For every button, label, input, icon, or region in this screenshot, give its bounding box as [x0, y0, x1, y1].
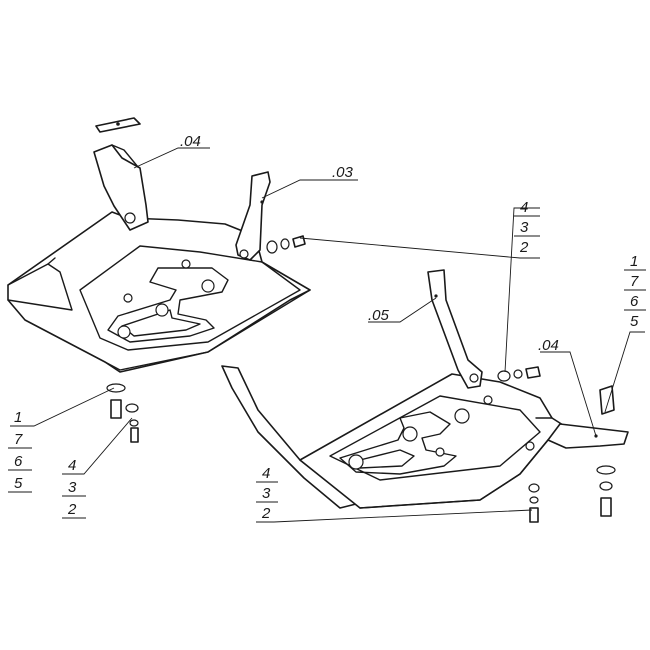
- label-stack-ll-2: 2: [67, 501, 77, 518]
- label-part-04-right: .04: [538, 337, 559, 354]
- label-part-05: .05: [368, 307, 390, 324]
- label-stack-lu-0: 1: [14, 409, 22, 426]
- labels: .04 .03 .05 .04 4 3 2 1 7 6 5 1 7 6 5 4 …: [8, 133, 646, 522]
- left-skid-plate: [7, 211, 311, 373]
- label-stack-lu-1: 7: [14, 431, 23, 448]
- right-bottom-fasteners: [528, 465, 616, 523]
- label-stack-tr-1: 3: [520, 219, 529, 236]
- left-bracket-03: [235, 171, 306, 261]
- label-stack-fr-0: 1: [630, 253, 638, 270]
- right-skid-plate: [221, 365, 575, 509]
- left-bracket-04: [93, 117, 149, 231]
- label-stack-fr-3: 5: [630, 313, 639, 330]
- right-bracket-05: [427, 269, 541, 389]
- leader-lines: [10, 147, 645, 523]
- label-stack-ll-1: 3: [68, 479, 77, 496]
- label-part-04-top: .04: [180, 133, 201, 150]
- label-stack-lu-2: 6: [14, 453, 23, 470]
- right-bracket-04: [547, 385, 629, 449]
- label-stack-cb-1: 3: [262, 485, 271, 502]
- label-stack-tr-0: 4: [520, 199, 528, 216]
- label-stack-ll-0: 4: [68, 457, 76, 474]
- label-part-03: .03: [332, 164, 354, 181]
- left-bottom-fasteners: [106, 383, 139, 443]
- label-stack-fr-2: 6: [630, 293, 639, 310]
- label-stack-cb-0: 4: [262, 465, 270, 482]
- label-stack-fr-1: 7: [630, 273, 639, 290]
- label-stack-tr-2: 2: [519, 239, 529, 256]
- label-stack-lu-3: 5: [14, 475, 23, 492]
- label-stack-cb-2: 2: [261, 505, 271, 522]
